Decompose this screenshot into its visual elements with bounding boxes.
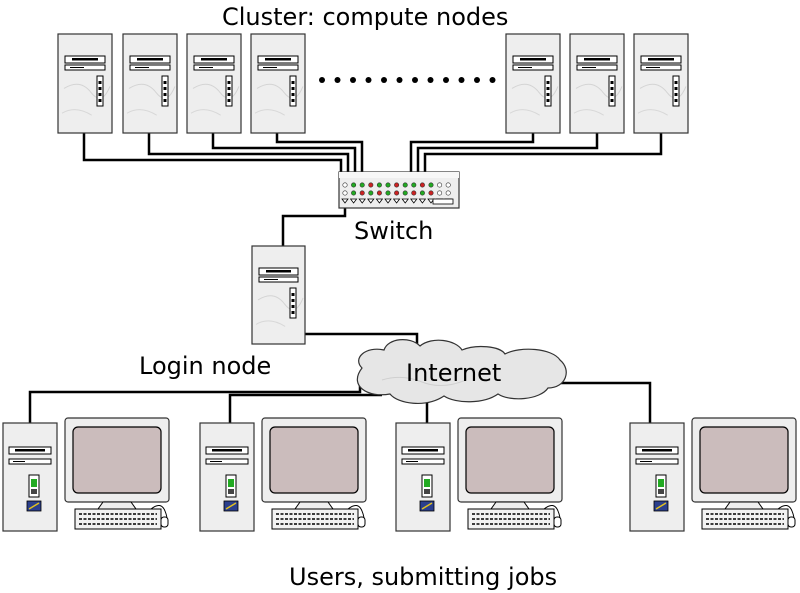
compute-nodes <box>57 33 689 134</box>
ellipsis-dots <box>319 77 496 83</box>
users-label: Users, submitting jobs <box>289 563 558 591</box>
network-cable <box>556 381 652 423</box>
network-cable <box>275 133 364 172</box>
ellipsis-dot <box>427 77 434 83</box>
compute-node-icon <box>250 33 306 134</box>
network-cable <box>211 133 357 172</box>
network-cable <box>228 393 382 423</box>
network-cable <box>409 133 535 172</box>
user-workstations <box>2 417 797 532</box>
ellipsis-dot <box>319 77 325 83</box>
compute-node-icon <box>122 33 178 134</box>
user-workstation-icon <box>199 417 367 532</box>
ellipsis-dot <box>412 77 418 83</box>
network-cable <box>305 332 419 346</box>
internet-cloud-icon <box>356 339 567 404</box>
ellipsis-dot <box>458 77 465 83</box>
network-cable <box>281 208 347 246</box>
network-cable <box>423 133 663 172</box>
network-cable <box>28 383 362 423</box>
ellipsis-dot <box>350 77 356 83</box>
ellipsis-dot <box>396 77 403 83</box>
ellipsis-dot <box>334 77 341 83</box>
login-node-icon <box>251 245 306 345</box>
ellipsis-dot <box>365 77 372 83</box>
network-switch-icon <box>338 171 460 209</box>
cluster-label: Cluster: compute nodes <box>222 3 509 31</box>
user-workstation-icon <box>629 417 797 532</box>
ellipsis-dot <box>443 77 449 83</box>
internet-label: Internet <box>406 359 502 387</box>
user-workstation-icon <box>2 417 170 532</box>
compute-node-icon <box>57 33 113 134</box>
compute-node-icon <box>186 33 242 134</box>
user-workstation-icon <box>395 417 563 532</box>
network-cables <box>28 133 663 423</box>
compute-node-icon <box>569 33 625 134</box>
network-cable <box>147 133 350 172</box>
compute-node-icon <box>505 33 561 134</box>
switch-label: Switch <box>354 217 434 245</box>
network-cable <box>416 133 599 172</box>
compute-node-icon <box>633 33 689 134</box>
login-node-tower <box>251 245 306 345</box>
login-node-label: Login node <box>139 352 272 380</box>
ellipsis-dot <box>474 77 480 83</box>
ellipsis-dot <box>381 77 387 83</box>
network-cable <box>82 133 343 172</box>
ellipsis-dot <box>489 77 496 83</box>
